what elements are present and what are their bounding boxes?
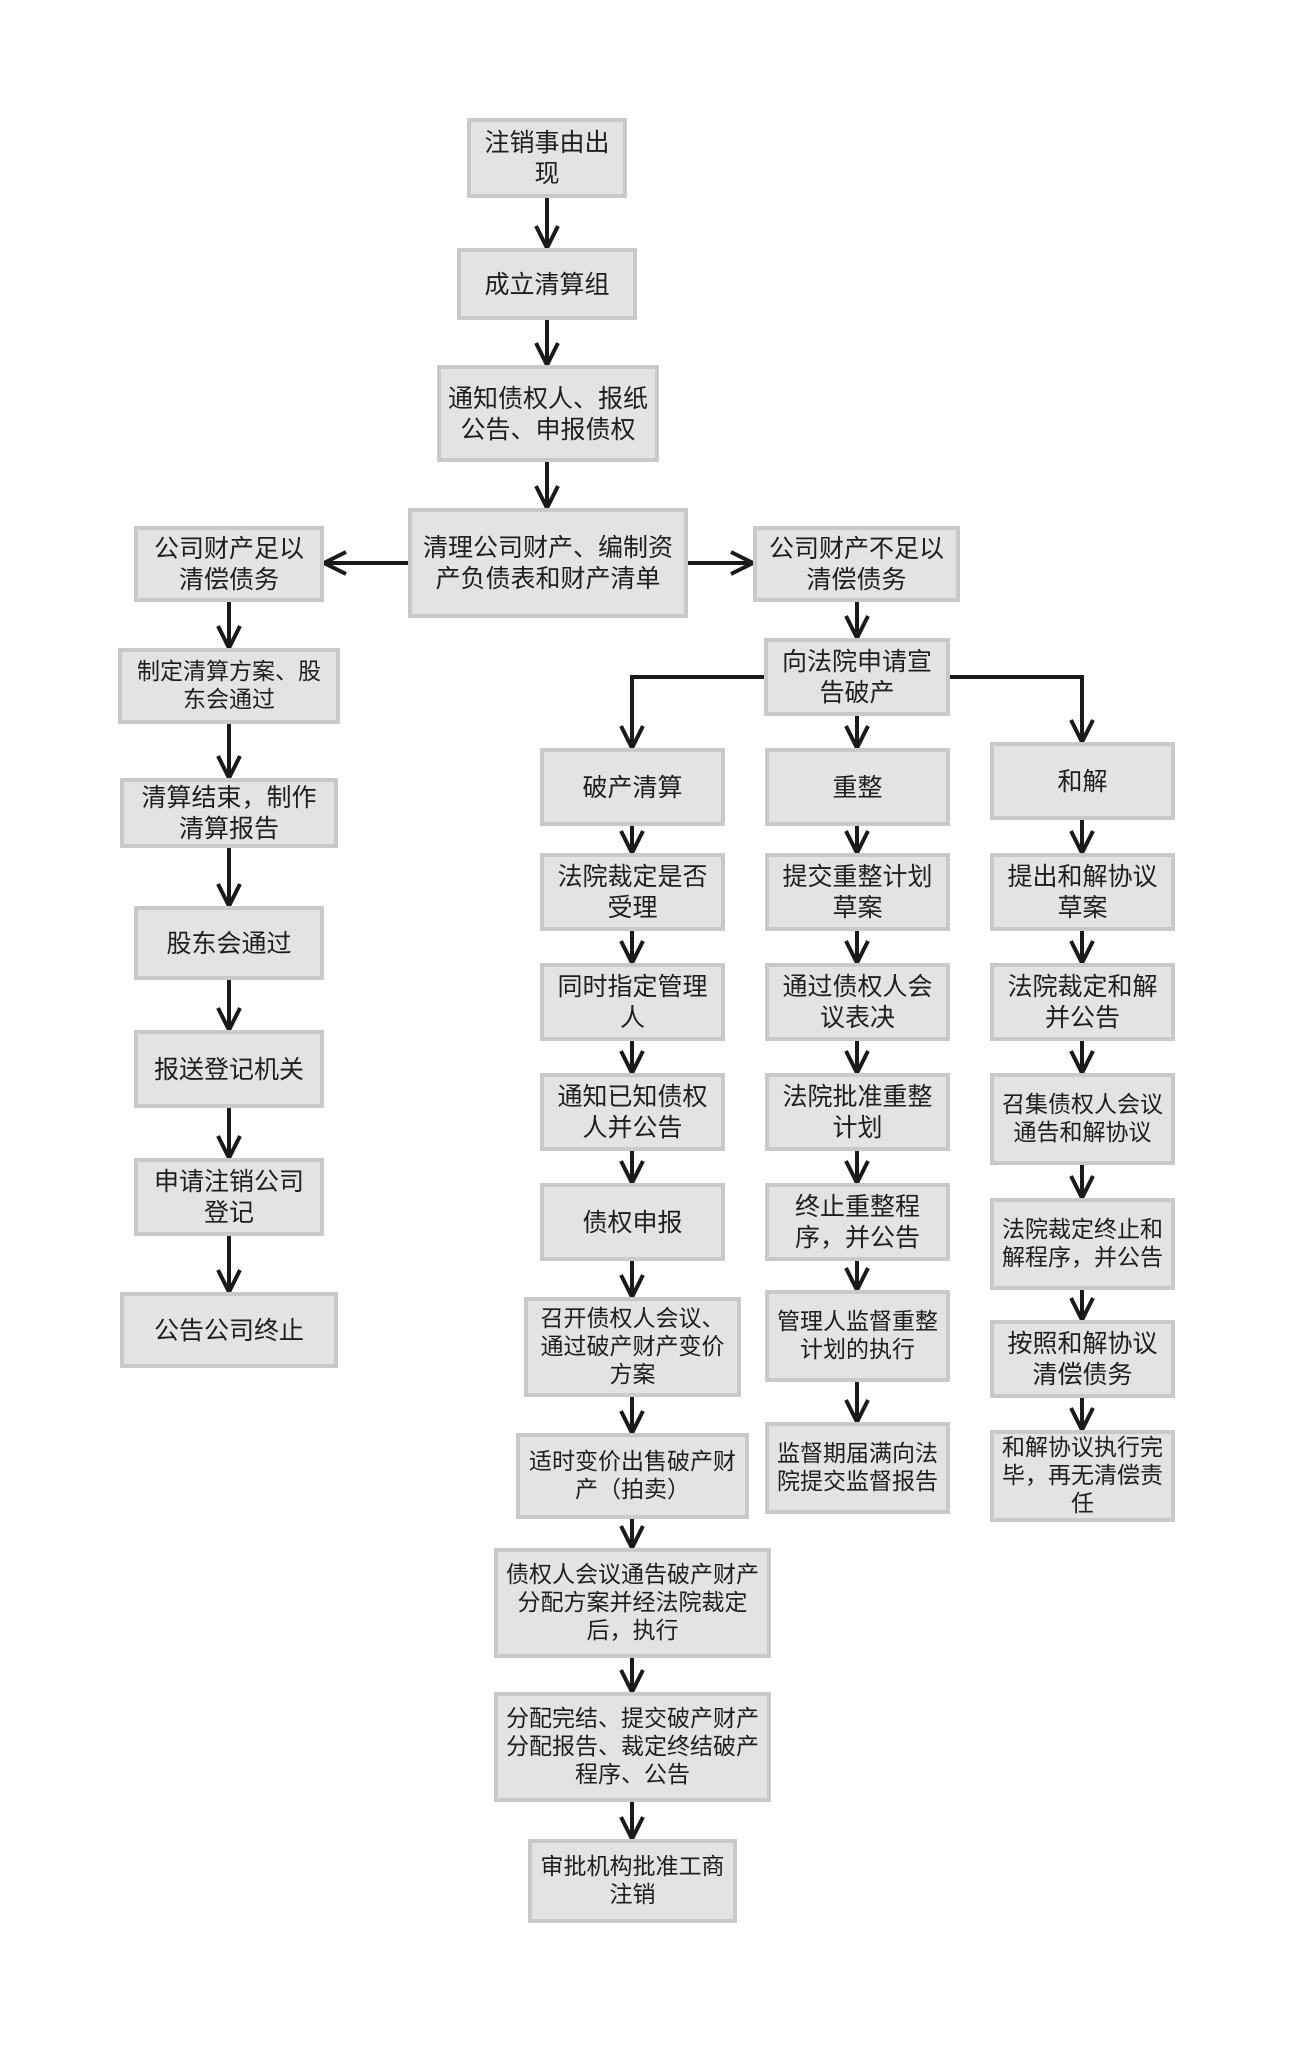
node-submit-reg-label: 报送登记机关 <box>153 1054 304 1084</box>
node-apply-cancel-label: 申请注销公司登记 <box>153 1167 304 1227</box>
node-b8-label: 分配完结、提交破产财产分配报告、裁定终结破产程序、公告 <box>506 1706 759 1788</box>
node-b5: 召开债权人会议、通过破产财产变价方案 <box>524 1297 741 1397</box>
node-s3: 召集债权人会议通告和解协议 <box>990 1073 1175 1165</box>
node-b2: 同时指定管理人 <box>540 963 725 1041</box>
node-r5: 管理人监督重整计划的执行 <box>765 1290 950 1382</box>
node-r5-label: 管理人监督重整计划的执行 <box>777 1309 938 1363</box>
node-s3-label: 召集债权人会议通告和解协议 <box>1002 1092 1163 1146</box>
node-clear-label: 清理公司财产、编制资产负债表和财产清单 <box>422 533 673 593</box>
node-start: 注销事由出现 <box>467 118 627 198</box>
node-r6-label: 监督期届满向法院提交监督报告 <box>777 1441 938 1495</box>
node-s6: 和解协议执行完毕，再无清偿责任 <box>990 1430 1175 1522</box>
node-s1: 提出和解协议草案 <box>990 853 1175 931</box>
node-b5-label: 召开债权人会议、通过破产财产变价方案 <box>540 1306 725 1388</box>
node-b3: 通知已知债权人并公告 <box>540 1073 725 1151</box>
node-enough-label: 公司财产足以清偿债务 <box>153 534 304 594</box>
node-reorg-label: 重整 <box>832 772 883 802</box>
node-b9-label: 审批机构批准工商注销 <box>540 1854 725 1908</box>
node-group: 成立清算组 <box>457 248 637 320</box>
node-r2-label: 通过债权人会议表决 <box>782 972 933 1032</box>
node-apply-cancel: 申请注销公司登记 <box>134 1158 324 1236</box>
node-b6: 适时变价出售破产财产（拍卖） <box>516 1433 749 1519</box>
node-bankrupt: 破产清算 <box>540 748 725 826</box>
node-notify: 通知债权人、报纸公告、申报债权 <box>437 365 659 462</box>
node-notify-label: 通知债权人、报纸公告、申报债权 <box>447 383 648 444</box>
node-group-label: 成立清算组 <box>484 269 610 299</box>
node-r4: 终止重整程序，并公告 <box>765 1183 950 1261</box>
node-s4: 法院裁定终止和解程序，并公告 <box>990 1198 1175 1290</box>
node-r3-label: 法院批准重整计划 <box>782 1082 933 1142</box>
node-b2-label: 同时指定管理人 <box>557 972 708 1032</box>
node-sh-pass: 股东会通过 <box>134 906 324 980</box>
node-reorg: 重整 <box>765 748 950 826</box>
node-end-report-label: 清算结束，制作清算报告 <box>141 783 317 843</box>
edge-court-settle <box>950 675 1082 742</box>
node-notenough: 公司财产不足以清偿债务 <box>753 526 960 602</box>
node-announce-end-label: 公告公司终止 <box>153 1315 304 1345</box>
node-b3-label: 通知已知债权人并公告 <box>557 1082 708 1142</box>
node-clear: 清理公司财产、编制资产负债表和财产清单 <box>408 508 688 618</box>
node-settle: 和解 <box>990 742 1175 820</box>
node-end-report: 清算结束，制作清算报告 <box>120 778 338 848</box>
edge-court-bankrupt <box>632 675 764 748</box>
node-b7-label: 债权人会议通告破产财产分配方案并经法院裁定后，执行 <box>506 1562 759 1644</box>
node-court-apply-label: 向法院申请宣告破产 <box>781 647 932 707</box>
node-sh-pass-label: 股东会通过 <box>166 928 292 958</box>
node-submit-reg: 报送登记机关 <box>134 1030 324 1108</box>
node-plan-label: 制定清算方案、股东会通过 <box>137 659 321 713</box>
node-b8: 分配完结、提交破产财产分配报告、裁定终结破产程序、公告 <box>494 1692 771 1802</box>
node-settle-label: 和解 <box>1057 766 1108 796</box>
node-bankrupt-label: 破产清算 <box>582 772 683 802</box>
node-b9: 审批机构批准工商注销 <box>528 1839 737 1923</box>
node-b6-label: 适时变价出售破产财产（拍卖） <box>529 1449 736 1503</box>
node-b4: 债权申报 <box>540 1183 725 1261</box>
node-s6-label: 和解协议执行完毕，再无清偿责任 <box>1002 1435 1163 1517</box>
node-b4-label: 债权申报 <box>582 1207 683 1237</box>
node-court-apply: 向法院申请宣告破产 <box>764 638 950 716</box>
node-b1: 法院裁定是否受理 <box>540 853 725 931</box>
node-s2-label: 法院裁定和解并公告 <box>1007 972 1158 1032</box>
node-s4-label: 法院裁定终止和解程序，并公告 <box>1002 1217 1163 1271</box>
node-start-label: 注销事由出现 <box>484 128 610 188</box>
node-r4-label: 终止重整程序，并公告 <box>794 1192 920 1252</box>
node-s1-label: 提出和解协议草案 <box>1007 862 1158 922</box>
node-enough: 公司财产足以清偿债务 <box>134 526 324 602</box>
node-s5: 按照和解协议清偿债务 <box>990 1320 1175 1398</box>
node-r1: 提交重整计划草案 <box>765 853 950 931</box>
node-s2: 法院裁定和解并公告 <box>990 963 1175 1041</box>
node-notenough-label: 公司财产不足以清偿债务 <box>768 534 944 594</box>
node-r2: 通过债权人会议表决 <box>765 963 950 1041</box>
node-r3: 法院批准重整计划 <box>765 1073 950 1151</box>
node-r6: 监督期届满向法院提交监督报告 <box>765 1422 950 1514</box>
node-b1-label: 法院裁定是否受理 <box>557 862 708 922</box>
node-s5-label: 按照和解协议清偿债务 <box>1007 1329 1158 1389</box>
node-plan: 制定清算方案、股东会通过 <box>118 648 340 724</box>
node-announce-end: 公告公司终止 <box>120 1292 338 1368</box>
node-b7: 债权人会议通告破产财产分配方案并经法院裁定后，执行 <box>494 1548 771 1658</box>
node-r1-label: 提交重整计划草案 <box>782 862 933 922</box>
